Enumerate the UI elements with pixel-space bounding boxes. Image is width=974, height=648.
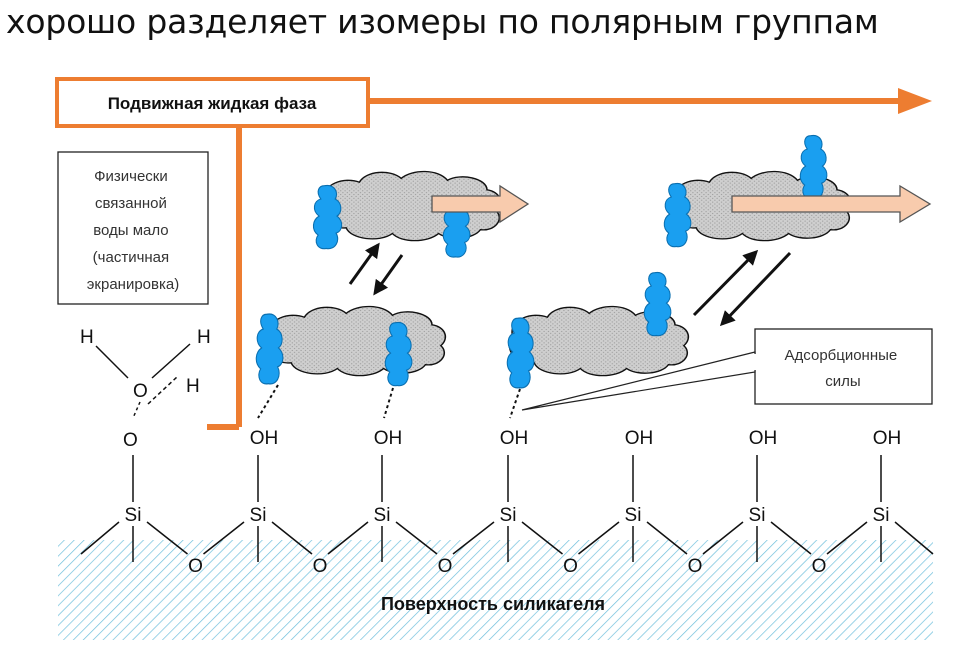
si-o-bond — [578, 521, 620, 555]
water-molecule: H H O H O — [80, 327, 211, 451]
bridging-oxygen: O — [563, 556, 578, 577]
adsorption-note-box — [754, 328, 933, 405]
si-bond-right — [894, 521, 934, 555]
hydrogen-atom: H — [186, 376, 200, 397]
flow-arrow — [431, 184, 530, 224]
si-o-bond — [271, 521, 313, 555]
water-note-line: Физически — [94, 168, 168, 185]
water-note-line: воды мало — [93, 222, 168, 239]
hydroxyl-group: OH — [250, 428, 279, 449]
bridging-oxygen: O — [313, 556, 328, 577]
water-note: Физически связанной воды мало (частичная… — [87, 168, 179, 293]
si-o-bond — [826, 521, 868, 555]
mobile-phase-label: Подвижная жидкая фаза — [108, 94, 317, 113]
si-o-bond — [770, 521, 812, 555]
si-o-bond — [452, 521, 495, 555]
adsorption-note-line: силы — [825, 373, 860, 390]
silica-surface-hatch — [58, 540, 933, 640]
mobile-phase-box — [55, 77, 370, 128]
water-note-box — [57, 151, 209, 305]
water-note-line: экранировка) — [87, 276, 179, 293]
silicon-atom: Si — [873, 505, 890, 526]
molecule-adsorbed-right — [506, 271, 690, 419]
si-o-bond — [521, 521, 563, 555]
surface-oxygen-atom: O — [123, 430, 138, 451]
silicon-atom: Si — [625, 505, 642, 526]
silicon-atom: Si — [125, 505, 142, 526]
adsorption-note: Адсорбционные силы — [785, 347, 902, 390]
molecule-desorbed-left — [312, 170, 530, 258]
silicon-atom: Si — [749, 505, 766, 526]
equilibrium-arrows-left — [348, 242, 404, 296]
surface-label: Поверхность силикагеля — [381, 594, 605, 614]
bridging-oxygen: O — [438, 556, 453, 577]
water-oxygen-atom: O — [133, 381, 148, 402]
hydroxyl-group: OH — [500, 428, 529, 449]
bridging-oxygen: O — [688, 556, 703, 577]
si-o-bond — [203, 521, 245, 555]
flow-arrow — [731, 184, 932, 224]
molecule-desorbed-right — [663, 134, 932, 248]
si-o-bond — [702, 521, 744, 555]
hydroxyl-group: OH — [749, 428, 778, 449]
water-note-line: (частичная — [93, 249, 169, 266]
hydrogen-atom: H — [197, 327, 211, 348]
mobile-phase-arrowhead — [898, 88, 932, 114]
water-note-line: связанной — [95, 195, 167, 212]
bridging-oxygen: O — [812, 556, 827, 577]
hydroxyl-group: OH — [625, 428, 654, 449]
silicon-atom: Si — [250, 505, 267, 526]
si-bond-left — [80, 521, 120, 555]
si-o-bond — [646, 521, 688, 555]
si-o-bond — [327, 521, 369, 555]
slide-title: хорошо разделяет изомеры по полярным гру… — [6, 2, 879, 41]
equilibrium-arrows-right — [692, 249, 792, 327]
hydrogen-atom: H — [80, 327, 94, 348]
molecule-adsorbed-left — [255, 305, 447, 419]
hydroxyl-group: OH — [374, 428, 403, 449]
silicon-atom: Si — [374, 505, 391, 526]
silicon-atom: Si — [500, 505, 517, 526]
bridging-oxygen: O — [188, 556, 203, 577]
si-o-bond — [146, 521, 188, 555]
adsorption-note-line: Адсорбционные — [785, 347, 898, 364]
hydroxyl-group: OH — [873, 428, 902, 449]
si-o-bond — [395, 521, 438, 555]
